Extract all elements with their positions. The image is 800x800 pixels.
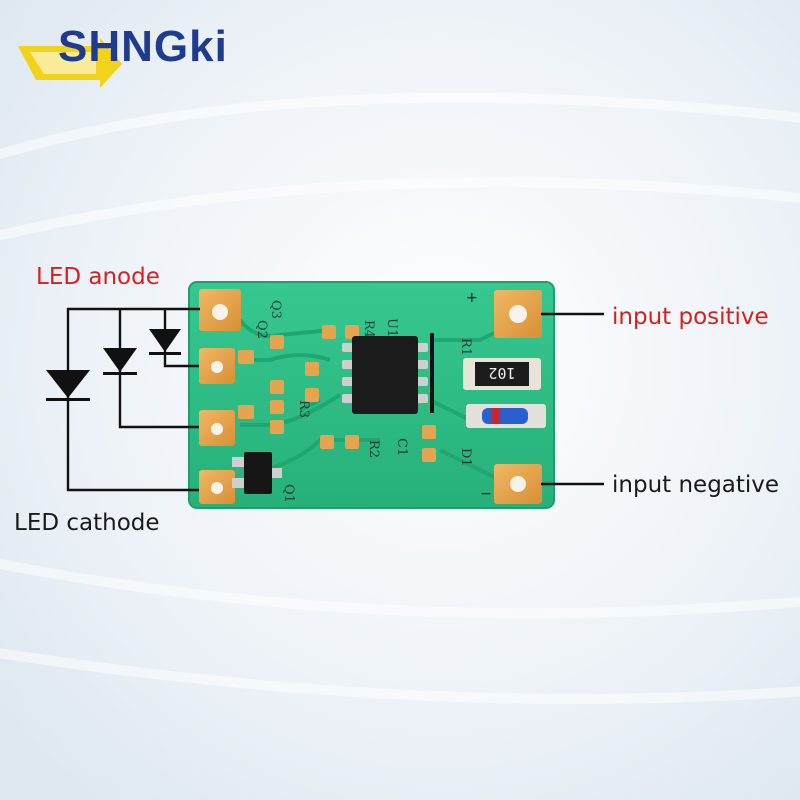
- svg-text:R2: R2: [366, 440, 381, 458]
- resistor-marking-text: 102: [488, 364, 515, 382]
- svg-text:Q2: Q2: [254, 320, 269, 339]
- label-led-cathode: LED cathode: [14, 510, 160, 536]
- svg-text:Q3: Q3: [268, 300, 283, 319]
- svg-text:+: +: [466, 290, 478, 306]
- resistor-marking: 102: [488, 364, 515, 382]
- label-input-positive: input positive: [612, 304, 769, 330]
- svg-text:D1: D1: [458, 448, 473, 467]
- brand-logo: SHNGki: [58, 22, 228, 71]
- led-diode-symbol-2: [103, 348, 137, 375]
- svg-text:U1: U1: [384, 318, 399, 337]
- pcb-board: Q3 Q2 R4 U1 R1 R3 R2 C1 D1 Q1 + −: [188, 281, 555, 509]
- resistor-102: [463, 358, 541, 390]
- label-led-anode: LED anode: [36, 264, 160, 290]
- led-diode-symbol-3: [149, 329, 181, 355]
- transistor-q1: [232, 452, 282, 494]
- svg-text:R4: R4: [361, 320, 376, 338]
- ic-chip: [342, 333, 434, 414]
- svg-text:Q1: Q1: [281, 484, 296, 503]
- svg-text:−: −: [480, 486, 492, 502]
- svg-text:C1: C1: [394, 438, 409, 456]
- led-diode-symbol-1: [46, 370, 90, 401]
- logo-arrow-icon: [18, 38, 122, 88]
- svg-text:R1: R1: [458, 338, 473, 356]
- diode-d1: [466, 404, 546, 428]
- svg-text:R3: R3: [296, 400, 311, 418]
- label-input-negative: input negative: [612, 472, 780, 498]
